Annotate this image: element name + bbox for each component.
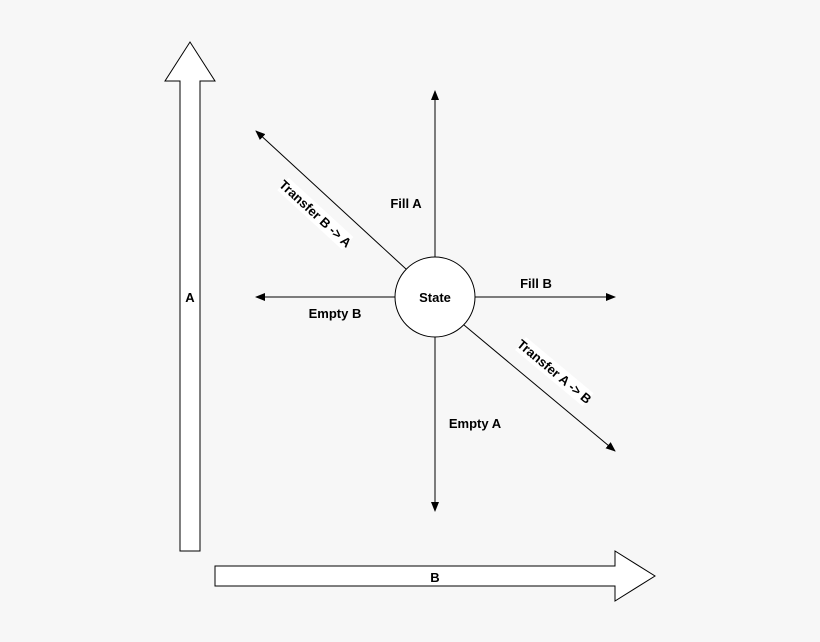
transfer-a-to-b-label-group: Transfer A -> B (514, 336, 594, 407)
fill-a-label: Fill A (390, 196, 422, 211)
transfer-b-to-a-arrow (255, 130, 407, 270)
state-node (394, 256, 476, 338)
transfer-a-to-b-arrow (463, 324, 616, 452)
transfer-a-to-b-label: Transfer A -> B (514, 336, 594, 406)
transfer-b-to-a-label-group: Transfer B -> A (276, 177, 355, 251)
axis-b-arrow (214, 550, 656, 602)
empty-b-label: Empty B (309, 306, 362, 321)
fill-b-label: Fill B (520, 276, 552, 291)
axis-a-arrow (164, 41, 216, 552)
axis-a-label: A (185, 290, 195, 305)
empty-a-label: Empty A (449, 416, 502, 431)
transfer-b-to-a-label-background (277, 177, 354, 250)
transfer-b-to-a-label: Transfer B -> A (276, 177, 355, 251)
transfer-a-to-b-label-background (515, 336, 594, 407)
state-node-label: State (419, 290, 451, 305)
axis-b-label: B (430, 570, 439, 585)
